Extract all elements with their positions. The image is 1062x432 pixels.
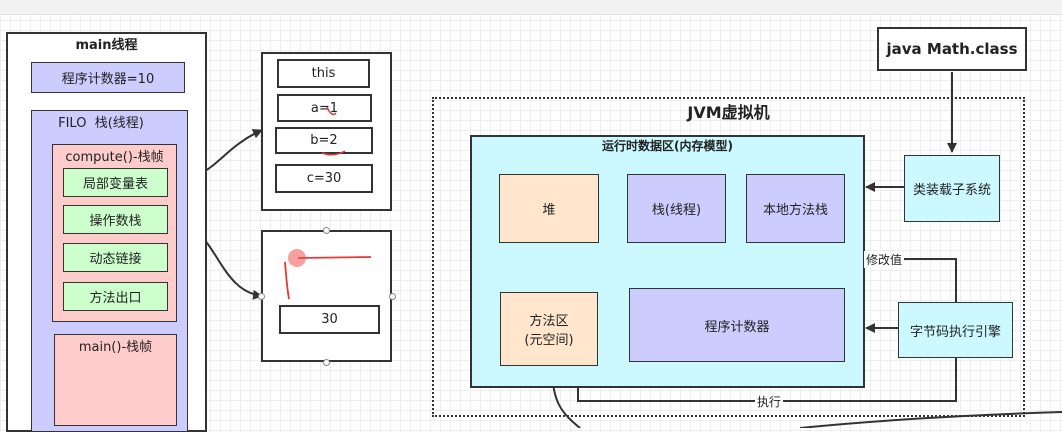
annotation-line-horizontal — [297, 256, 372, 259]
cursor-highlight — [288, 249, 306, 267]
vm-stack-box: 栈(线程) — [627, 174, 726, 243]
local-variable-table: 局部变量表 — [63, 168, 168, 197]
thread-stack-label: FILO 栈(线程) — [58, 116, 144, 131]
selection-handle-bottom[interactable] — [323, 359, 330, 366]
main-thread-title: main线程 — [75, 38, 138, 53]
main-frame-box — [54, 334, 177, 426]
selection-handle-left[interactable] — [258, 293, 265, 300]
modify-value-label: 修改值 — [864, 251, 905, 268]
dynamic-linking: 动态链接 — [63, 243, 168, 272]
annotation-line-vertical — [284, 261, 290, 300]
execute-label: 执行 — [755, 393, 784, 410]
compute-frame-title: compute()-栈帧 — [65, 150, 164, 165]
operand-stack: 操作数栈 — [63, 205, 168, 234]
operand-stack-value: 30 — [279, 305, 380, 334]
canvas-top-bar — [0, 0, 1062, 15]
connector-bottom-curve — [799, 411, 1062, 428]
jvm-title: JVM虚拟机 — [687, 103, 770, 122]
selection-handle-right[interactable] — [389, 293, 396, 300]
selection-handle-top[interactable] — [323, 227, 330, 234]
program-counter-box: 程序计数器=10 — [31, 62, 185, 93]
local-var-this: this — [277, 59, 370, 88]
annotation-mark-b — [321, 150, 346, 156]
local-var-c: c=30 — [275, 164, 373, 193]
jvm-boundary — [432, 97, 1025, 417]
program-counter-register-box: 程序计数器 — [629, 288, 845, 362]
main-frame-title: main()-栈帧 — [78, 340, 153, 355]
runtime-data-area-title: 运行时数据区(内存模型) — [602, 139, 733, 153]
local-var-a: a=1 — [277, 94, 372, 122]
method-area-box: 方法区 (元空间) — [500, 292, 598, 366]
method-exit: 方法出口 — [63, 282, 168, 311]
annotation-mark-a — [326, 106, 337, 116]
local-var-b: b=2 — [275, 127, 373, 154]
heap-box: 堆 — [499, 174, 599, 243]
native-method-stack-box: 本地方法栈 — [746, 174, 845, 243]
bytecode-engine-box: 字节码执行引擎 — [898, 302, 1013, 358]
class-loader-box: 类装载子系统 — [904, 155, 1000, 222]
class-file-box: java Math.class — [877, 27, 1027, 71]
